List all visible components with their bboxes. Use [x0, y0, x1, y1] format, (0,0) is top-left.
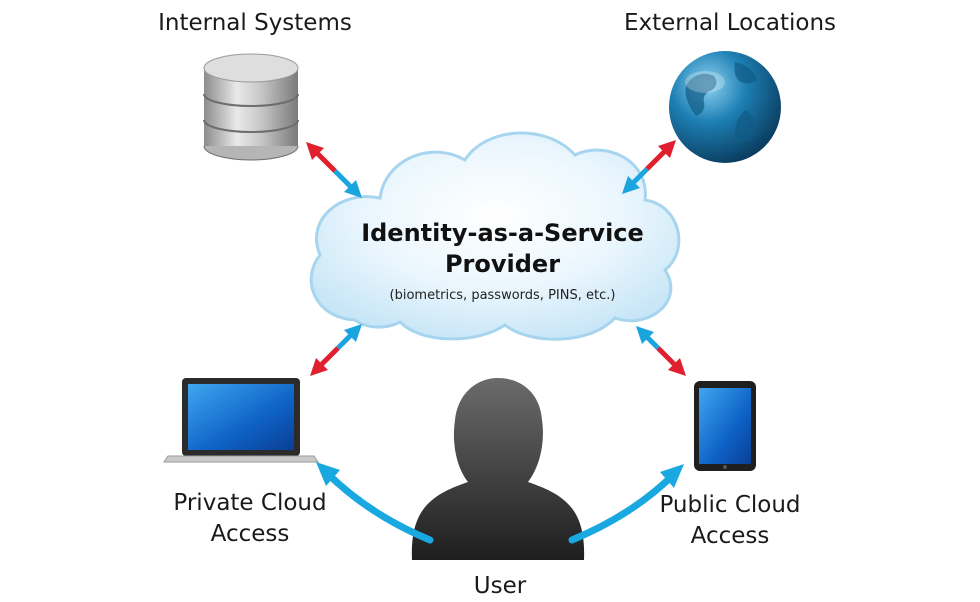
public-label-line2: Access — [690, 523, 770, 549]
laptop-icon — [163, 378, 319, 463]
user-label: User — [473, 573, 527, 599]
user-silhouette-icon — [411, 378, 585, 560]
database-icon — [203, 53, 299, 161]
external-locations-label: External Locations — [624, 10, 836, 36]
cloud-text-block: Identity-as-a-Service Provider (biometri… — [335, 218, 670, 306]
arrow-tablet-to-cloud — [636, 326, 686, 376]
idaas-cloud — [309, 131, 681, 341]
arrow-external-to-cloud — [622, 140, 676, 194]
tablet-icon — [694, 381, 756, 471]
arrow-internal-to-cloud — [306, 142, 362, 198]
arrow-laptop-to-cloud — [310, 324, 362, 376]
private-cloud-access-label: Private Cloud Access — [150, 488, 350, 550]
cloud-title-line1: Identity-as-a-Service — [361, 219, 644, 247]
public-cloud-access-label: Public Cloud Access — [630, 490, 830, 552]
private-label-line2: Access — [210, 521, 290, 547]
cloud-subtitle: (biometrics, passwords, PINS, etc.) — [389, 288, 616, 303]
public-label-line1: Public Cloud — [659, 492, 801, 518]
arrow-user-to-tablet — [568, 464, 684, 544]
arrow-user-to-laptop — [316, 462, 434, 544]
cloud-title-line2: Provider — [444, 250, 561, 278]
internal-systems-label: Internal Systems — [158, 10, 352, 36]
cloud-title: Identity-as-a-Service Provider — [335, 218, 670, 280]
globe-icon — [669, 51, 781, 163]
private-label-line1: Private Cloud — [173, 490, 327, 516]
